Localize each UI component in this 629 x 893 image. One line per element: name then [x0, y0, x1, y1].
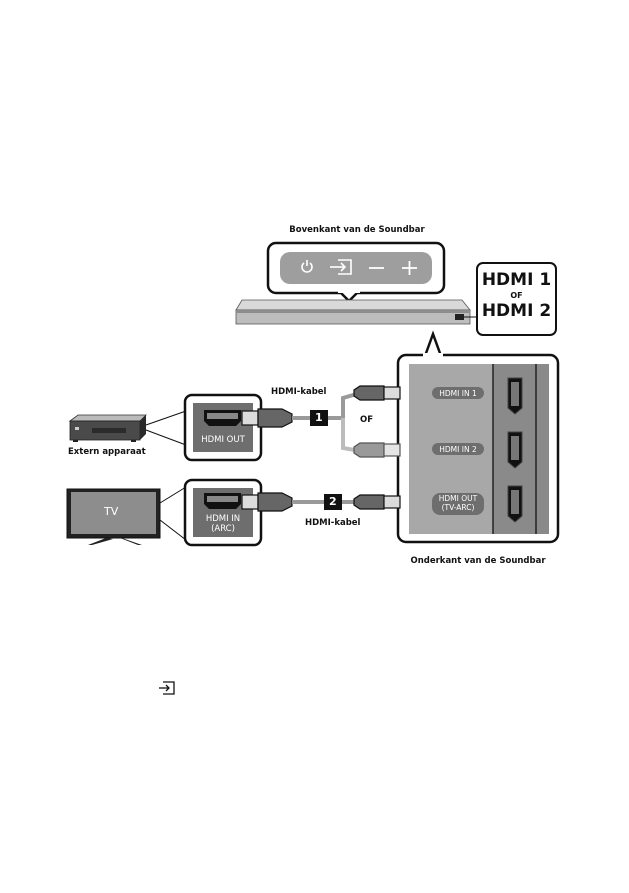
badge-1-label: 1: [315, 411, 323, 424]
soundbar-port-label-3-sub: (TV-ARC): [441, 503, 475, 512]
tv-screen-label: TV: [104, 505, 119, 518]
tv-port-label-2: (ARC): [211, 524, 235, 534]
soundbar-bottom-panel: [396, 330, 560, 544]
device-port-label: HDMI OUT: [201, 435, 245, 445]
badge-2: [324, 494, 342, 510]
badge-2-label: 2: [329, 495, 337, 508]
cable-label-bottom: HDMI-kabel: [305, 518, 361, 528]
top-panel-title: Bovenkant van de Soundbar: [289, 225, 425, 235]
external-device: [68, 410, 187, 446]
cable-label-top: HDMI-kabel: [271, 387, 327, 397]
soundbar: [235, 299, 476, 325]
badge-1: [310, 410, 328, 426]
source-icon: [330, 259, 352, 275]
soundbar-top-panel: [266, 241, 446, 303]
hdmi-choice-2: HDMI 2: [481, 301, 552, 321]
bottom-panel-title: Onderkant van de Soundbar: [410, 556, 546, 566]
device-port-box: [183, 393, 263, 462]
soundbar-port-label-2: HDMI IN 2: [439, 445, 477, 454]
soundbar-port-label-1: HDMI IN 1: [439, 389, 477, 398]
cable-2: [241, 492, 401, 512]
tv-port-label-1: HDMI IN: [205, 514, 241, 524]
source-icon: [159, 681, 175, 695]
tv: [66, 486, 187, 545]
power-icon: [301, 260, 313, 273]
external-device-label: Extern apparaat: [68, 447, 146, 457]
or-label: OF: [360, 415, 374, 425]
volume-up-icon: [402, 261, 417, 275]
hdmi-choice-1: HDMI 1: [481, 270, 552, 290]
hdmi-choice-or: OF: [510, 291, 523, 300]
tv-port-box: [183, 478, 263, 547]
cable-1: [241, 385, 401, 458]
hdmi-choice-callout: HDMI 1 OF HDMI 2: [476, 262, 557, 336]
soundbar-port-label-3: HDMI OUT: [438, 494, 478, 503]
